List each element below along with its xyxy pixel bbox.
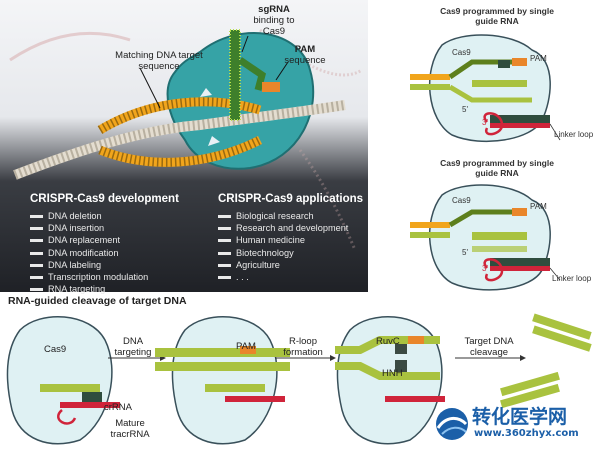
matching-dna-label: Matching DNA target sequence [115,50,203,72]
sgrna-label: sgRNA binding to Cas9 [244,4,304,37]
hnh-label: HNH [382,368,403,379]
application-item: Biotechnology [218,247,348,259]
development-item: RNA targeting [30,283,148,295]
cas9-shape-stage2 [171,315,278,445]
development-item: DNA replacement [30,234,148,246]
linker-loop-label: Linker loop [554,130,594,139]
cleaved-fragment-2 [500,371,560,397]
sgrna-label-rest: binding to Cas9 [253,15,295,37]
development-title: CRISPR-Cas9 development [30,193,179,205]
cleavage-title: RNA-guided cleavage of target DNA [8,295,187,307]
step-dna-targeting: DNA targeting [114,336,152,358]
step-rloop-formation: R-loop formation [283,336,323,358]
three-prime-label: 3' [482,264,488,273]
applications-title: CRISPR-Cas9 applications [218,193,364,205]
five-prime-label: 5' [462,105,468,114]
site-logo: 转化医学网 www.360zhyx.com [432,400,600,450]
pam-label: PAM [530,54,547,63]
sgrna-diagram-bottom-title: Cas9 programmed by single guide RNA [440,158,554,178]
pam-label: PAM [530,202,547,211]
sgrna-label-bold: sgRNA [258,4,290,15]
development-item: DNA insertion [30,222,148,234]
development-item: DNA labeling [30,259,148,271]
ruvc-domain [395,344,407,354]
crispr-overview-panel: Matching DNA target sequence sgRNA bindi… [0,0,368,295]
background-dna [9,28,363,251]
cut-marker [200,88,212,97]
cas9-complex-illustration [9,28,363,251]
linker-loop-label: Linker loop [552,274,592,283]
pam-site [262,82,280,92]
development-item: Transcription modulation [30,271,148,283]
pam-box [512,58,527,66]
sgrna-diagram-top: Cas9 programmed by single guide RNA Cas9… [402,0,600,150]
pam-label-stage2: PAM [236,341,256,352]
tracrrna-label: Mature tracrRNA [110,418,150,440]
linker-loop [483,112,504,136]
application-item: . . . [218,271,348,283]
three-prime-label: 3' [482,118,488,127]
application-item: Human medicine [218,234,348,246]
step-target-cleavage: Target DNA cleavage [464,336,514,358]
logo-globe-icon [436,408,468,440]
sgrna-diagram-top-title: Cas9 programmed by single guide RNA [440,6,554,26]
pam-label-rest: sequence [284,55,326,66]
five-prime-label: 5' [462,248,468,257]
cas9-label: Cas9 [452,196,471,205]
sgrna-stem [230,30,240,120]
development-item: DNA deletion [30,210,148,222]
development-item: DNA modification [30,247,148,259]
linker-loop [483,258,504,282]
logo-name: 转化医学网 [472,406,568,428]
logo-url: www.360zhyx.com [474,428,579,439]
cas9-shape-stage1 [6,315,113,445]
sgrna-diagram-bottom: Cas9 programmed by single guide RNA Cas9… [402,150,600,295]
cleaved-fragment-1 [532,313,592,340]
target-dna-stage2 [155,348,290,357]
application-item: Biological research [218,210,348,222]
target-strand [97,97,262,134]
pam-sequence-label: PAM sequence [282,44,328,66]
ruvc-label: RuvC [376,336,400,347]
application-item: Agriculture [218,259,348,271]
cas9-label-stage1: Cas9 [44,344,67,355]
cleavage-steps-illustration [6,313,592,445]
hnh-domain [395,360,407,372]
pam-box [512,208,527,216]
target-dna [472,80,527,87]
crrna-label: crRNA [104,402,132,413]
application-item: Research and development [218,222,348,234]
target-dna [472,232,527,240]
pam-label-bold: PAM [294,44,316,55]
cas9-label: Cas9 [452,48,471,57]
